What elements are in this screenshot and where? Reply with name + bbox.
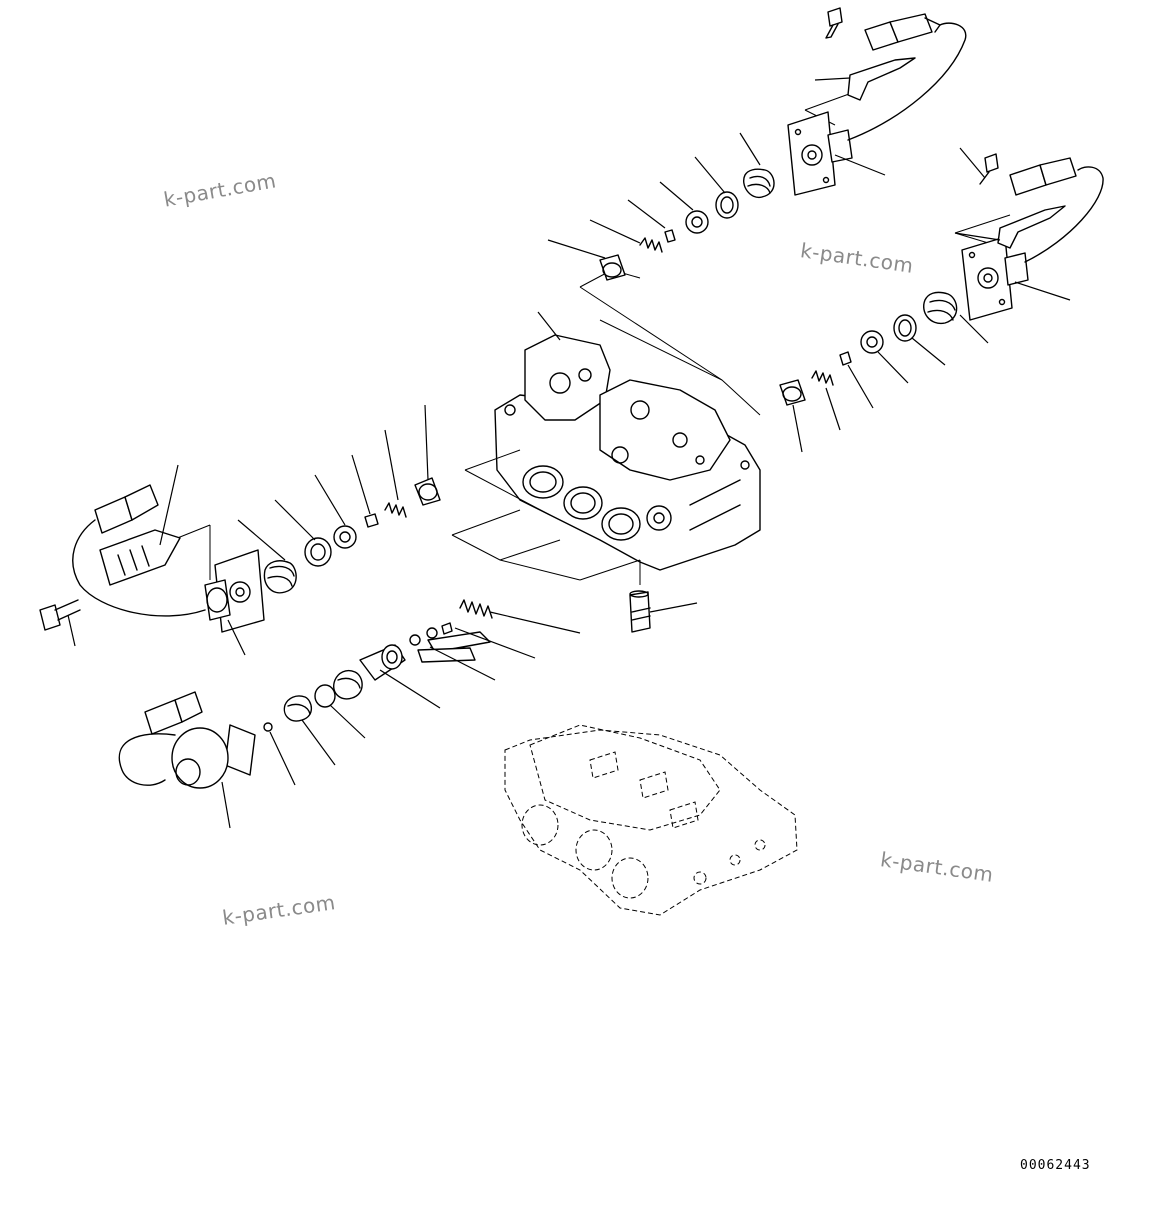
solenoid-assembly-top	[599, 7, 967, 281]
valve-body-reference-outline	[504, 724, 798, 916]
leader-lines	[67, 77, 1071, 829]
solenoid-assembly-left	[39, 477, 441, 633]
solenoid-assembly-right	[779, 153, 1104, 406]
lower-valve-stack	[118, 590, 651, 789]
assembly-guide-lines	[159, 89, 1011, 585]
valve-body	[494, 334, 761, 571]
drawing-code: 00062443	[1020, 1158, 1091, 1173]
